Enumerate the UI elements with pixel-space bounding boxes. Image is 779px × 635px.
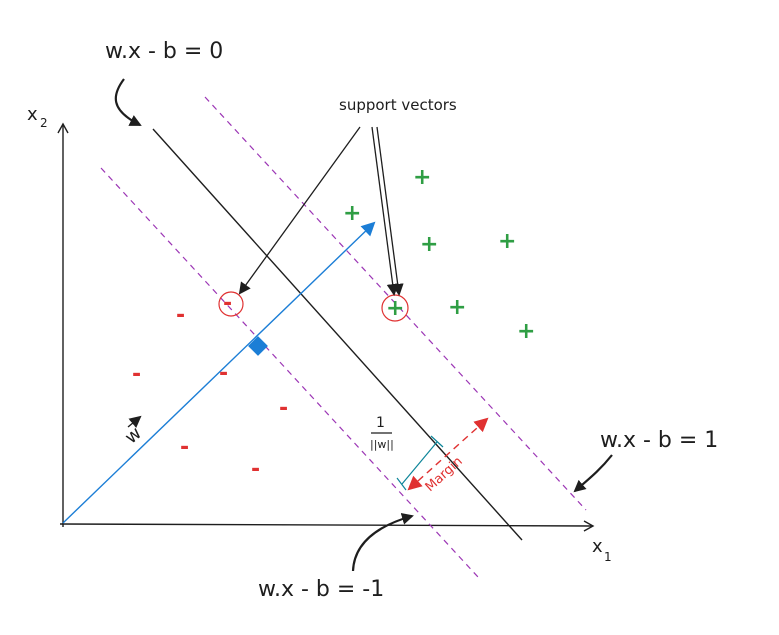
margin-label: Margin xyxy=(423,454,466,495)
positive-margin-label: w.x - b = 1 xyxy=(600,428,718,453)
positive-point: + xyxy=(420,232,438,257)
support-vector-arrow-right-2 xyxy=(376,126,404,296)
negative-point: - xyxy=(279,396,288,421)
negative-margin-label: w.x - b = -1 xyxy=(258,577,384,602)
svg-text:w: w xyxy=(121,423,146,449)
negative-margin-arrow xyxy=(351,512,414,572)
negative-point: - xyxy=(132,362,141,387)
margin-arrow xyxy=(407,417,489,491)
negative-point: - xyxy=(176,303,185,328)
negative-support-vector-point: - xyxy=(223,291,232,316)
x-axis xyxy=(59,520,595,532)
svg-text:||w||: ||w|| xyxy=(370,438,394,451)
w-vector xyxy=(62,221,376,524)
support-vectors-label: support vectors xyxy=(339,96,457,114)
positive-margin-line xyxy=(204,96,587,511)
negative-margin-line xyxy=(100,167,479,578)
right-angle-marker xyxy=(248,336,268,356)
svg-text:1: 1 xyxy=(376,415,385,431)
negative-point: - xyxy=(251,457,260,482)
support-vector-arrow-right-1 xyxy=(371,126,399,296)
hyperplane-arrow xyxy=(114,78,142,126)
positive-point: + xyxy=(498,229,516,254)
norm-fraction: 1 ||w|| xyxy=(370,415,394,451)
positive-point: + xyxy=(413,165,431,190)
y-axis-subscript: 2 xyxy=(40,116,48,130)
support-vector-circle-negative xyxy=(218,291,244,317)
distance-bar-bottom xyxy=(396,477,407,491)
positive-point: + xyxy=(517,319,535,344)
x-axis-label: x xyxy=(592,536,603,557)
decision-boundary-line xyxy=(152,128,523,541)
w-vector-label: w xyxy=(121,415,146,449)
positive-point: + xyxy=(448,295,466,320)
negative-points: - - - - - - - xyxy=(132,291,288,482)
hyperplane-label: w.x - b = 0 xyxy=(105,39,223,64)
positive-point: + xyxy=(343,201,361,226)
x-axis-subscript: 1 xyxy=(604,550,612,564)
negative-point: - xyxy=(180,435,189,460)
support-vector-arrow-left xyxy=(238,126,361,295)
positive-points: + + + + + + + xyxy=(343,165,535,344)
y-axis-label: x xyxy=(27,104,38,125)
positive-margin-arrow xyxy=(573,454,613,493)
negative-point: - xyxy=(219,361,228,386)
positive-support-vector-point: + xyxy=(386,296,404,321)
